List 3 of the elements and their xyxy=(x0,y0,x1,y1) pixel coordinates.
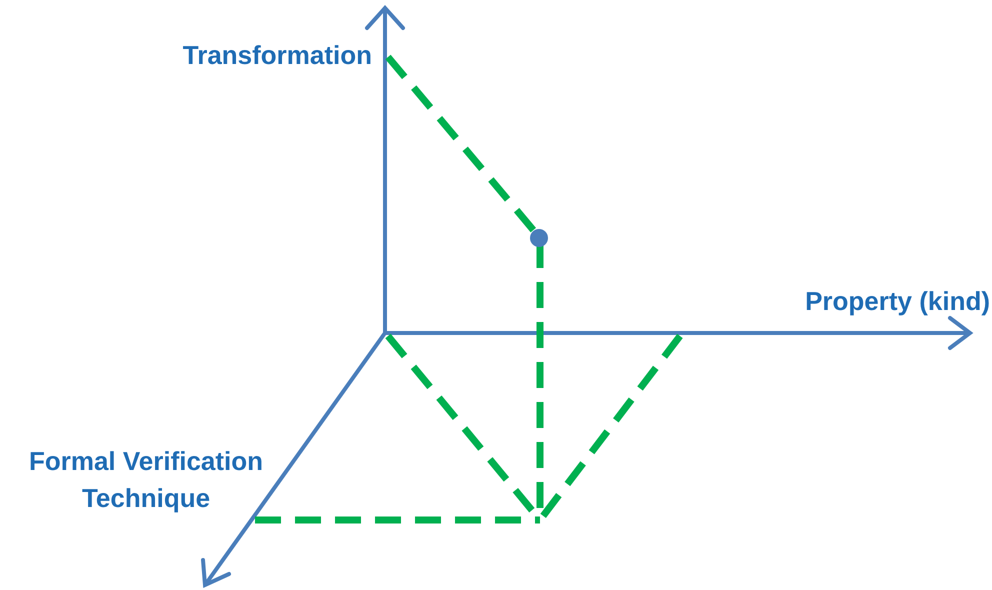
axis-label: Transformation xyxy=(182,39,372,72)
axis-label: Property (kind) xyxy=(804,285,990,318)
axis-label: Formal Verification Technique xyxy=(28,445,264,515)
